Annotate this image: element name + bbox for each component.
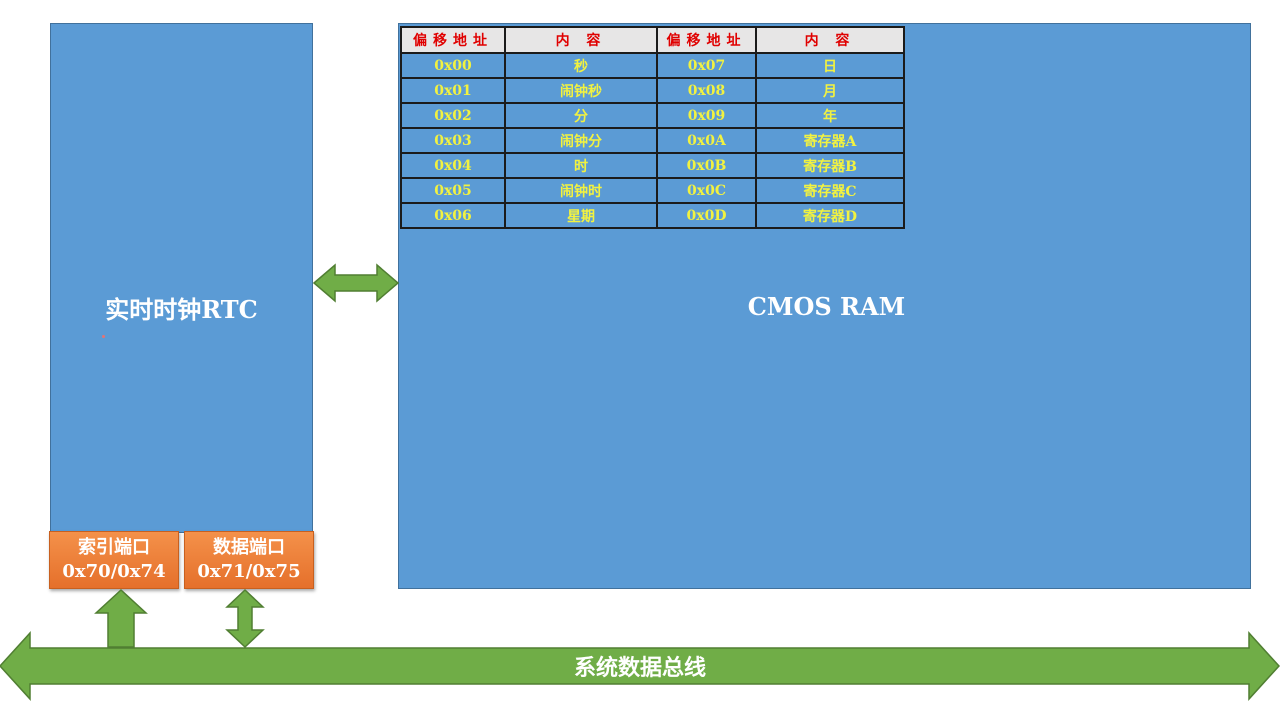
- table-cell: 年: [755, 102, 905, 129]
- table-cell: 闹钟时: [504, 177, 658, 204]
- double-arrow-vertical-icon: [225, 588, 265, 649]
- table-row: 0x04 时 0x0B 寄存器B: [400, 152, 905, 179]
- bus-label: 系统数据总线: [573, 655, 706, 681]
- table-cell: 闹钟分: [504, 127, 658, 154]
- table-cell: 0x05: [400, 177, 506, 204]
- table-cell: 寄存器D: [755, 202, 905, 229]
- table-row: 0x01 闹钟秒 0x08 月: [400, 77, 905, 104]
- table-cell: 0x07: [656, 52, 757, 79]
- table-cell: 秒: [504, 52, 658, 79]
- table-cell: 0x04: [400, 152, 506, 179]
- table-cell: 0x0C: [656, 177, 757, 204]
- table-cell: 闹钟秒: [504, 77, 658, 104]
- index-port-name: 索引端口: [78, 537, 150, 558]
- data-port-address: 0x71/0x75: [197, 561, 301, 582]
- double-arrow-horizontal-icon: [312, 263, 400, 303]
- table-cell: 0x09: [656, 102, 757, 129]
- table-cell: 星期: [504, 202, 658, 229]
- rtc-block: 实时时钟RTC: [50, 23, 313, 533]
- table-row: 0x00 秒 0x07 日: [400, 52, 905, 79]
- up-arrow-icon: [94, 588, 148, 648]
- cmos-title: CMOS RAM: [747, 292, 906, 321]
- table-cell: 0x00: [400, 52, 506, 79]
- index-port-box: 索引端口 0x70/0x74: [49, 531, 179, 589]
- table-cell: 0x0B: [656, 152, 757, 179]
- data-port-name: 数据端口: [213, 537, 285, 558]
- index-port-address: 0x70/0x74: [62, 561, 166, 582]
- header-content-1: 内 容: [504, 26, 658, 54]
- table-cell: 时: [504, 152, 658, 179]
- table-cell: 0x06: [400, 202, 506, 229]
- bus-double-arrow-icon: [0, 631, 1280, 701]
- table-cell: 分: [504, 102, 658, 129]
- table-cell: 寄存器C: [755, 177, 905, 204]
- table-row: 0x05 闹钟时 0x0C 寄存器C: [400, 177, 905, 204]
- table-cell: 0x08: [656, 77, 757, 104]
- table-cell: 0x01: [400, 77, 506, 104]
- table-cell: 日: [755, 52, 905, 79]
- table-cell: 寄存器A: [755, 127, 905, 154]
- table-cell: 月: [755, 77, 905, 104]
- header-offset-2: 偏移地址: [656, 26, 757, 54]
- table-cell: 0x0D: [656, 202, 757, 229]
- cmos-register-table: 偏移地址 内 容 偏移地址 内 容 0x00 秒 0x07 日 0x01 闹钟秒…: [400, 26, 905, 229]
- data-port-box: 数据端口 0x71/0x75: [184, 531, 314, 589]
- header-content-2: 内 容: [755, 26, 905, 54]
- table-row: 0x06 星期 0x0D 寄存器D: [400, 202, 905, 229]
- table-row: 0x02 分 0x09 年: [400, 102, 905, 129]
- table-header-row: 偏移地址 内 容 偏移地址 内 容: [400, 26, 905, 54]
- table-cell: 0x0A: [656, 127, 757, 154]
- table-cell: 0x02: [400, 102, 506, 129]
- table-cell: 0x03: [400, 127, 506, 154]
- cursor-dot: [102, 335, 105, 338]
- rtc-title: 实时时钟RTC: [105, 295, 258, 324]
- table-row: 0x03 闹钟分 0x0A 寄存器A: [400, 127, 905, 154]
- header-offset-1: 偏移地址: [400, 26, 506, 54]
- table-cell: 寄存器B: [755, 152, 905, 179]
